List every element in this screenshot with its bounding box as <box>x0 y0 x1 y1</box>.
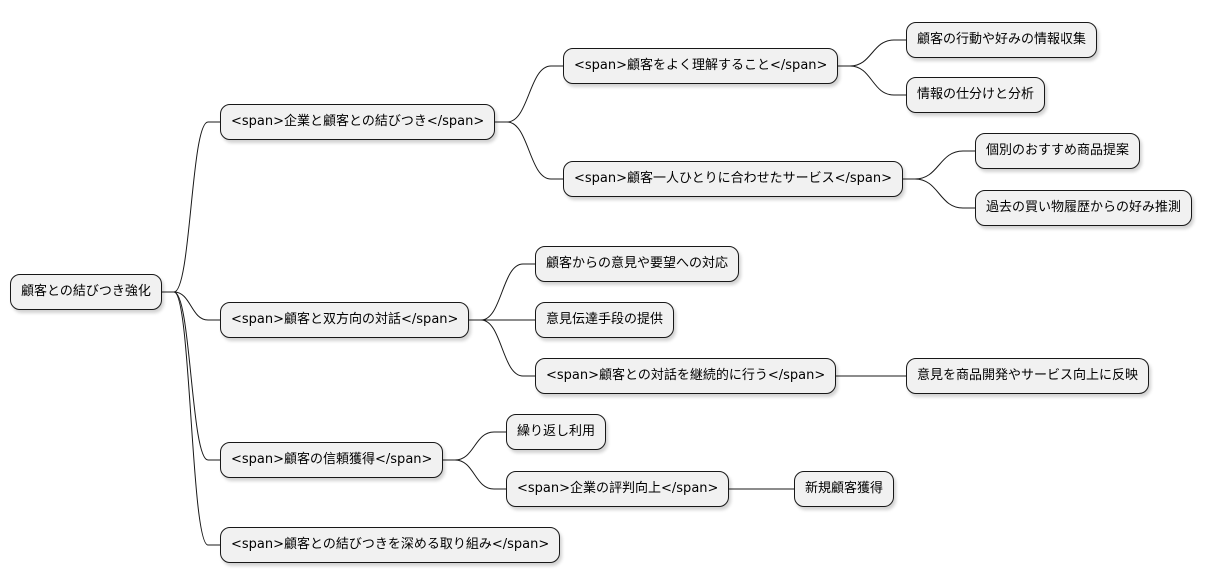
connector-line <box>162 291 220 461</box>
branch-node-1: <span>企業と顧客との結びつき</span> <box>220 104 496 140</box>
connector-line <box>903 150 975 180</box>
subbranch-node: <span>顧客一人ひとりに合わせたサービス</span> <box>563 161 904 197</box>
connector-line <box>469 263 535 321</box>
connector-line <box>443 459 506 490</box>
subbranch-node: <span>顧客をよく理解すること</span> <box>563 48 839 84</box>
leaf-node: 意見を商品開発やサービス向上に反映 <box>906 358 1150 394</box>
connector-line <box>162 291 220 546</box>
leaf-node: 個別のおすすめ商品提案 <box>975 133 1141 169</box>
subbranch-node: 意見伝達手段の提供 <box>535 302 675 338</box>
connector-line <box>838 39 906 67</box>
connector-line <box>162 121 220 293</box>
connector-line <box>838 65 906 96</box>
connector-line <box>162 291 220 321</box>
subbranch-node: 顧客からの意見や要望への対応 <box>535 246 740 282</box>
subbranch-node: <span>顧客との対話を継続的に行う</span> <box>535 358 837 394</box>
subbranch-node: 繰り返し利用 <box>506 414 607 450</box>
leaf-node: 情報の仕分けと分析 <box>906 77 1046 113</box>
branch-node-2: <span>顧客と双方向の対話</span> <box>220 302 470 338</box>
subbranch-node: <span>企業の評判向上</span> <box>506 471 730 507</box>
branch-node-4: <span>顧客との結びつきを深める取り組み</span> <box>220 527 561 563</box>
connector-line <box>903 178 975 209</box>
connector-line <box>495 121 563 180</box>
root-node: 顧客との結びつき強化 <box>10 274 162 310</box>
connector-line <box>469 319 535 377</box>
leaf-node: 新規顧客獲得 <box>794 471 895 507</box>
leaf-node: 過去の買い物履歴からの好み推測 <box>975 190 1193 226</box>
branch-node-3: <span>顧客の信頼獲得</span> <box>220 442 444 478</box>
leaf-node: 顧客の行動や好みの情報収集 <box>906 22 1098 58</box>
connector-line <box>443 431 506 461</box>
connector-line <box>495 65 563 123</box>
